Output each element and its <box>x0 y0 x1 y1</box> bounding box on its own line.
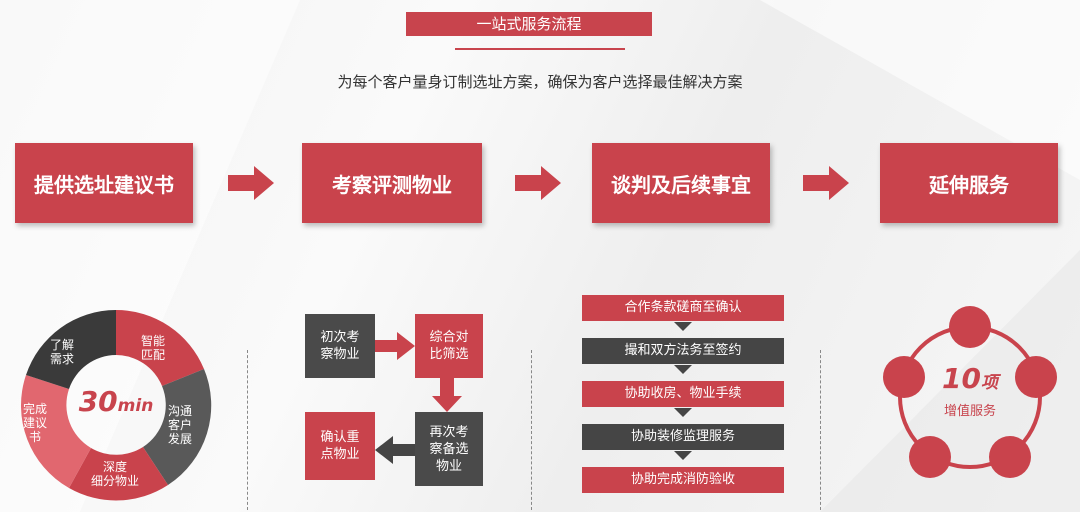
ring-node <box>989 436 1031 478</box>
flow-confirm: 确认重 点物业 <box>305 412 375 480</box>
service-donut <box>20 309 212 501</box>
extension-count: 10项 <box>942 362 998 395</box>
negotiation-step: 协助装修监理服务 <box>582 424 784 450</box>
ring-node <box>909 436 951 478</box>
ring-node <box>949 306 991 348</box>
chevron-down-icon <box>674 365 692 374</box>
donut-segment <box>20 375 91 488</box>
arrow-right-icon <box>228 166 274 200</box>
step-negotiation: 谈判及后续事宜 <box>592 143 770 223</box>
ring-node <box>883 356 925 398</box>
arrow-right-icon <box>803 166 849 200</box>
donut-center-value: 30min <box>78 385 154 418</box>
step-inspection: 考察评测物业 <box>302 143 482 223</box>
donut-segment <box>116 309 204 386</box>
flow-first-inspection: 初次考 察物业 <box>305 314 375 378</box>
flow-compare: 综合对 比筛选 <box>415 314 483 378</box>
chevron-down-icon <box>674 408 692 417</box>
extension-label: 增值服务 <box>943 404 996 419</box>
donut-label-deep: 深度 细分物业 <box>90 460 139 488</box>
divider <box>531 350 532 510</box>
flow-second-inspection: 再次考 察备选 物业 <box>415 412 483 486</box>
donut-segment <box>26 310 116 389</box>
arrow-right-icon <box>515 166 561 200</box>
title-underline <box>455 48 625 50</box>
divider <box>820 350 821 510</box>
donut-label-match: 智能 匹配 <box>140 334 165 362</box>
donut-label-complete: 完成 建议 书 <box>22 402 47 444</box>
step-extension: 延伸服务 <box>880 143 1058 223</box>
arrow-down-icon <box>432 378 462 412</box>
step-proposal: 提供选址建议书 <box>15 143 193 223</box>
negotiation-step: 撮和双方法务至签约 <box>582 338 784 364</box>
value-added-ring <box>883 306 1057 478</box>
chevron-down-icon <box>674 322 692 331</box>
chevron-down-icon <box>674 451 692 460</box>
subtitle: 为每个客户量身订制选址方案，确保为客户选择最佳解决方案 <box>337 73 743 91</box>
donut-label-needs: 了解 需求 <box>49 338 74 366</box>
donut-segment <box>69 447 168 501</box>
ring-node <box>1015 356 1057 398</box>
arrow-left-icon <box>375 436 415 464</box>
negotiation-step: 协助完成消防验收 <box>582 467 784 493</box>
donut-segment <box>143 369 212 485</box>
divider <box>247 350 248 510</box>
arrow-right-icon <box>375 332 415 360</box>
page-title: 一站式服务流程 <box>406 12 652 36</box>
negotiation-step: 协助收房、物业手续 <box>582 381 784 407</box>
negotiation-step: 合作条款磋商至确认 <box>582 295 784 321</box>
donut-label-communicate: 沟通 客户 发展 <box>167 404 192 446</box>
